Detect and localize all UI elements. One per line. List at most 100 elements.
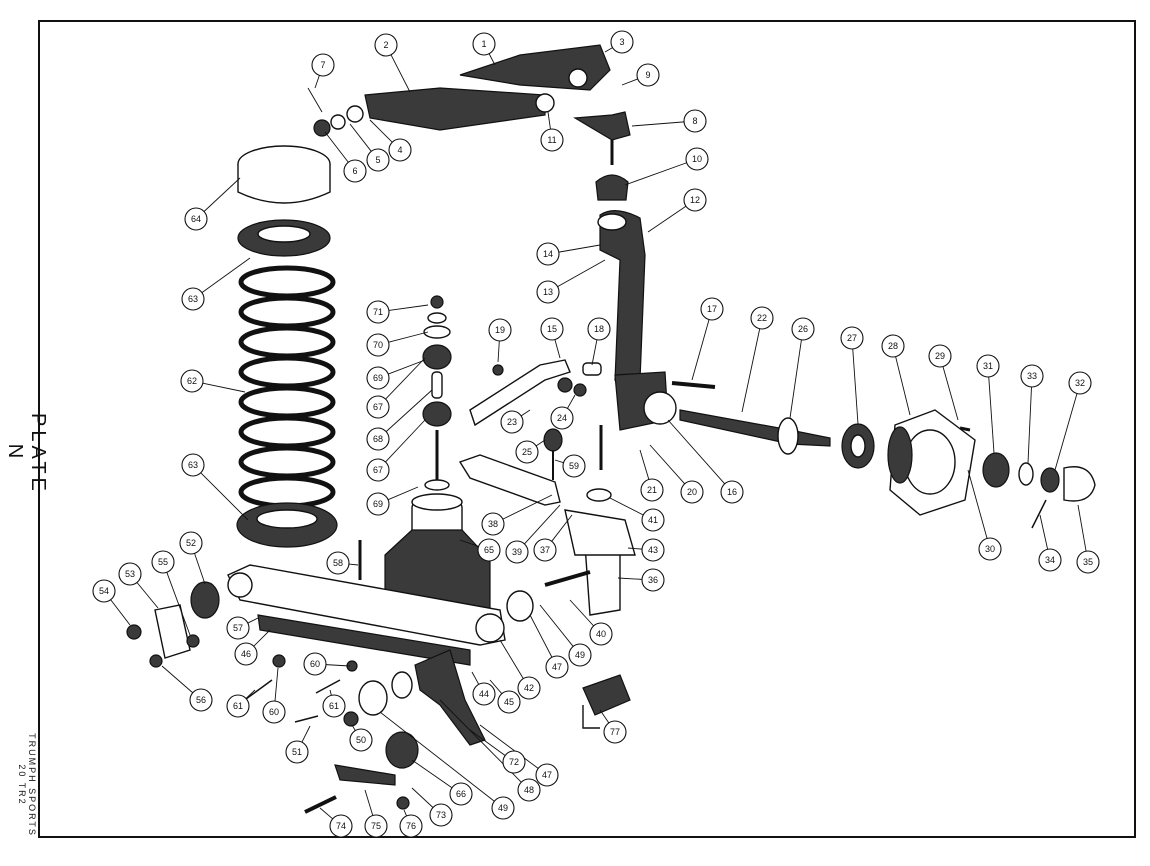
callout-circle xyxy=(1068,371,1092,395)
callout-number: 64 xyxy=(191,214,201,224)
callout-circle xyxy=(481,512,505,536)
callout-number: 14 xyxy=(543,249,553,259)
callout-24: 24 xyxy=(550,406,574,430)
leader-line-27 xyxy=(852,348,859,425)
callout-circle xyxy=(189,688,213,712)
callout-number: 47 xyxy=(552,662,562,672)
callout-47: 47 xyxy=(545,655,569,679)
leader-line-42 xyxy=(499,639,524,679)
leader-line-32 xyxy=(1054,393,1078,471)
leader-line-22 xyxy=(741,328,761,413)
callout-circle xyxy=(118,562,142,586)
callout-25: 25 xyxy=(515,440,539,464)
leader-line-60 xyxy=(325,664,351,667)
callout-circle xyxy=(491,796,515,820)
callout-circle xyxy=(641,568,665,592)
leader-line-28 xyxy=(895,356,911,416)
callout-12: 12 xyxy=(683,188,707,212)
callout-number: 28 xyxy=(888,341,898,351)
callout-67: 67 xyxy=(366,395,390,419)
leader-line-62 xyxy=(202,382,246,393)
callout-61-b: 61 xyxy=(322,694,346,718)
callout-71: 71 xyxy=(366,300,390,324)
callout-59: 59 xyxy=(562,454,586,478)
leader-line-33 xyxy=(1027,386,1032,464)
callout-40: 40 xyxy=(589,622,613,646)
callout-19: 19 xyxy=(488,318,512,342)
callout-43: 43 xyxy=(641,538,665,562)
leader-line-18 xyxy=(591,339,598,366)
leader-line-17 xyxy=(691,319,710,381)
callout-circle xyxy=(589,622,613,646)
callout-63-b: 63 xyxy=(181,453,205,477)
callout-circle xyxy=(568,643,592,667)
callout-number: 19 xyxy=(495,325,505,335)
leader-line-61-b xyxy=(329,689,332,696)
callout-number: 36 xyxy=(648,575,658,585)
callout-61: 61 xyxy=(226,694,250,718)
callout-48: 48 xyxy=(517,778,541,802)
vertical-link xyxy=(599,210,646,402)
callout-circle xyxy=(326,551,350,575)
callout-circle xyxy=(366,333,390,357)
leader-line-47 xyxy=(529,614,553,658)
leader-line-50 xyxy=(351,724,356,731)
callout-number: 77 xyxy=(610,727,620,737)
callout-number: 69 xyxy=(373,373,383,383)
callout-31: 31 xyxy=(976,354,1000,378)
leader-line-15 xyxy=(554,339,561,359)
leader-line-5 xyxy=(349,123,372,152)
callout-17: 17 xyxy=(700,297,724,321)
callout-circle xyxy=(181,453,205,477)
callout-44: 44 xyxy=(472,682,496,706)
callout-45: 45 xyxy=(497,690,521,714)
callout-circle xyxy=(641,538,665,562)
callout-number: 60 xyxy=(310,659,320,669)
callout-number: 65 xyxy=(484,545,494,555)
callout-number: 72 xyxy=(509,757,519,767)
callout-number: 75 xyxy=(371,821,381,831)
leader-line-65 xyxy=(459,539,479,547)
callout-75: 75 xyxy=(364,814,388,838)
leader-line-77 xyxy=(599,709,610,724)
leader-line-45 xyxy=(489,679,503,694)
callout-3: 3 xyxy=(610,30,634,54)
callout-circle xyxy=(388,138,412,162)
leader-line-53 xyxy=(136,582,159,609)
callout-number: 39 xyxy=(512,547,522,557)
callout-23: 23 xyxy=(500,410,524,434)
callout-circle xyxy=(976,354,1000,378)
callout-42: 42 xyxy=(517,676,541,700)
part-drawings xyxy=(126,44,1096,814)
callout-circle xyxy=(374,33,398,57)
leader-line-39 xyxy=(524,504,561,545)
callout-number: 1 xyxy=(481,39,486,49)
callout-circle xyxy=(881,334,905,358)
callout-number: 51 xyxy=(292,747,302,757)
callout-circle xyxy=(322,694,346,718)
leader-line-14 xyxy=(558,244,601,253)
callout-circle xyxy=(262,700,286,724)
callout-69: 69 xyxy=(366,492,390,516)
callout-32: 32 xyxy=(1068,371,1092,395)
callout-67-b: 67 xyxy=(366,458,390,482)
leader-line-76 xyxy=(403,809,408,817)
callout-35: 35 xyxy=(1076,550,1100,574)
callout-circle xyxy=(92,579,116,603)
leader-line-56 xyxy=(161,665,194,694)
callout-circle xyxy=(366,395,390,419)
callout-circle xyxy=(472,32,496,56)
callout-number: 49 xyxy=(498,803,508,813)
callout-number: 58 xyxy=(333,558,343,568)
callout-number: 15 xyxy=(547,324,557,334)
leader-line-13 xyxy=(557,259,606,288)
callout-27: 27 xyxy=(840,326,864,350)
callout-66: 66 xyxy=(449,782,473,806)
leader-line-59 xyxy=(554,459,564,464)
leader-line-54 xyxy=(110,599,131,626)
leader-line-64 xyxy=(203,177,241,212)
callout-circle xyxy=(226,694,250,718)
callout-55: 55 xyxy=(151,550,175,574)
callout-21: 21 xyxy=(640,478,664,502)
